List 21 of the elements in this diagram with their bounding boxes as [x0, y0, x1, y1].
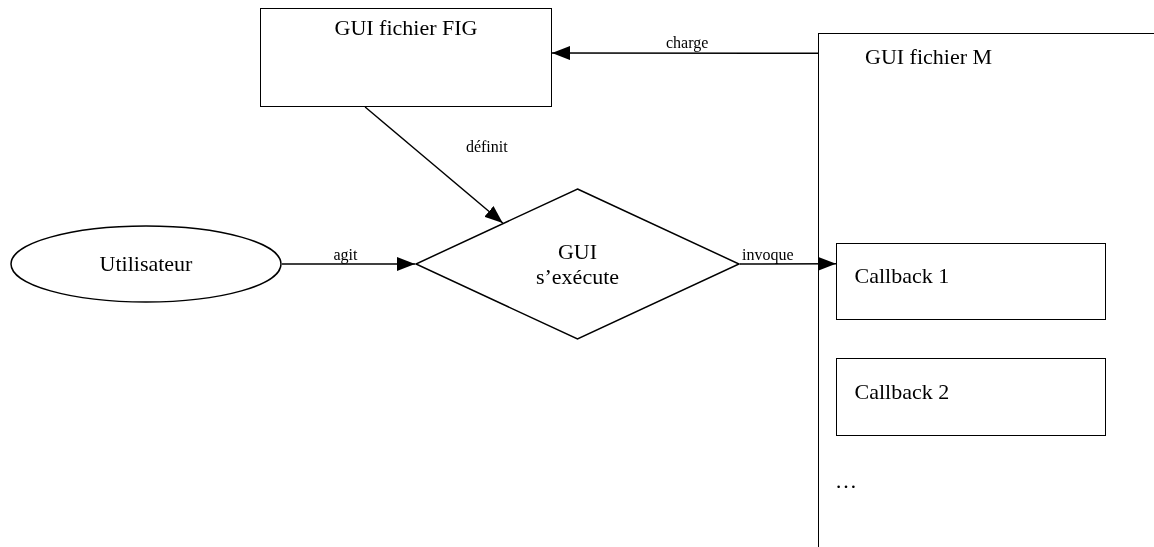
node-label: GUI fichier M: [865, 44, 993, 70]
edge-label: charge: [665, 35, 710, 52]
process-box: [818, 33, 1154, 547]
decision-diamond: [415, 188, 740, 340]
edge-label: invoque: [741, 246, 795, 263]
node-label: Utilisateur: [99, 251, 193, 277]
node-label: GUI fichier FIG: [334, 15, 478, 41]
actor-ellipse: [10, 225, 282, 303]
node-label: GUI s’exécute: [534, 238, 621, 290]
process-box: [835, 357, 1106, 436]
edge-label: agit: [332, 247, 359, 263]
edge-label: définit: [464, 138, 509, 155]
node-label: Callback 1: [854, 263, 950, 289]
arrow: [364, 106, 504, 224]
process-box: [260, 8, 552, 107]
arrow: [281, 257, 416, 271]
process-box: [835, 242, 1106, 320]
arrow: [551, 46, 819, 61]
node-label: Callback 2: [854, 378, 950, 405]
ellipsis-note: …: [835, 468, 857, 494]
arrow: [739, 256, 837, 271]
